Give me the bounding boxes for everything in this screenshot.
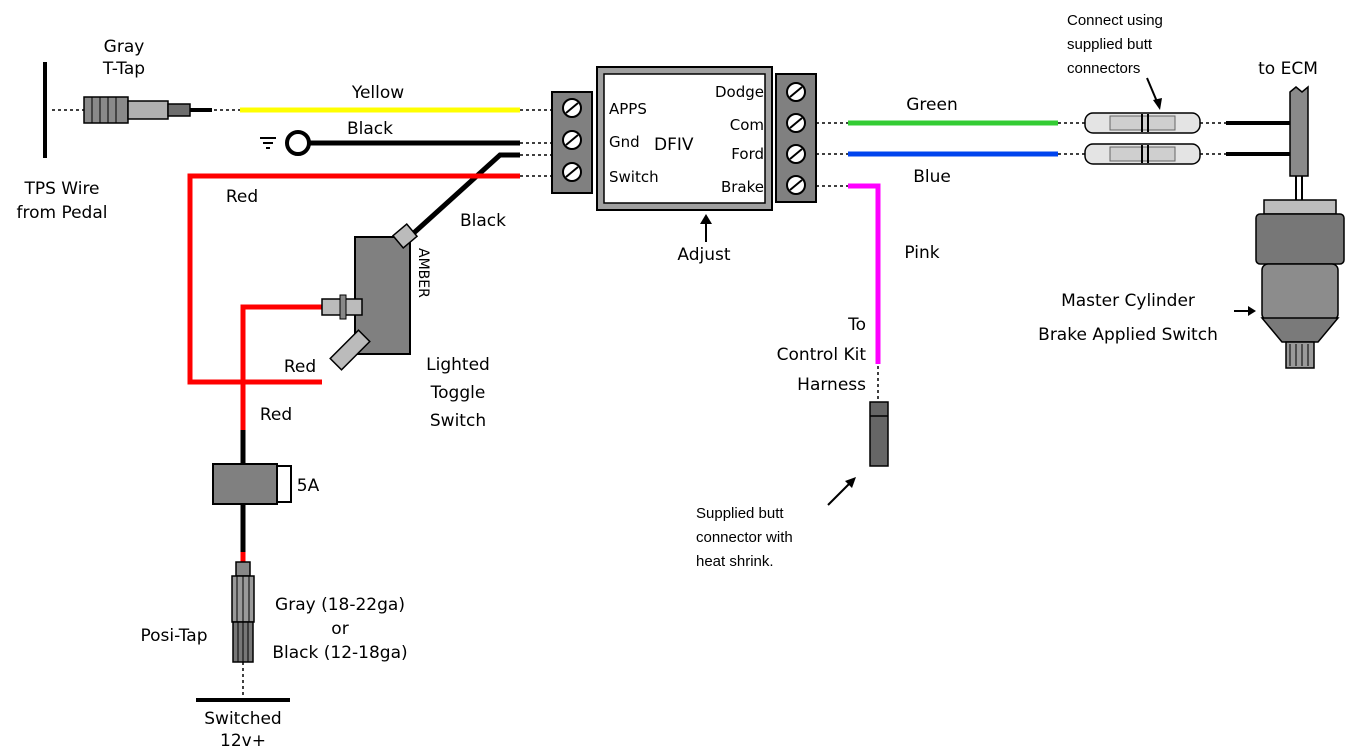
tps-wire <box>43 62 84 158</box>
master-label-2: Brake Applied Switch <box>1038 325 1218 345</box>
red-toggle-label: Red <box>284 357 316 377</box>
black-toggle-label: Black <box>460 211 506 231</box>
tps-wire-label-1: TPS Wire <box>23 179 99 199</box>
toggle-switch-body <box>354 236 411 355</box>
green-label: Green <box>906 95 957 115</box>
dfiv-switch-label: Switch <box>609 168 659 186</box>
control-label-1: To <box>847 315 866 335</box>
pink-label: Pink <box>904 243 939 263</box>
dfiv-apps-label: APPS <box>609 100 647 118</box>
connect-note-1: Connect using <box>1067 12 1163 29</box>
fuse-holder <box>212 463 278 505</box>
dfiv-brake-label: Brake <box>721 178 764 196</box>
gray-t-tap <box>83 96 240 124</box>
dfiv-com-label: Com <box>730 116 764 134</box>
dfiv-right-terminal-block <box>775 73 817 203</box>
yellow-label: Yellow <box>351 83 404 103</box>
brake-switch <box>1255 199 1345 369</box>
black-ga-label: Black (12-18ga) <box>272 643 407 663</box>
toggle-terminal-top <box>391 223 419 249</box>
fuse-label: 5A <box>297 476 320 496</box>
supplied-note-2: connector with <box>696 529 793 546</box>
gray-ga-label: Gray (18-22ga) <box>275 595 405 615</box>
master-label-1: Master Cylinder <box>1061 291 1195 311</box>
toggle-terminal-bottom <box>329 329 371 371</box>
ring-terminal <box>285 130 311 156</box>
red-top-label: Red <box>226 187 258 207</box>
adjust-arrow-icon <box>700 214 712 242</box>
posi-tap-label: Posi-Tap <box>141 626 208 646</box>
switched-label-1: Switched <box>204 709 281 729</box>
dfiv-module-box <box>596 66 773 211</box>
toggle-terminal-middle <box>321 294 363 320</box>
control-label-2: Control Kit <box>777 345 867 365</box>
or-label: or <box>331 619 348 639</box>
dfiv-ford-label: Ford <box>731 145 764 163</box>
dfiv-gnd-label: Gnd <box>609 133 640 151</box>
tps-wire-label-2: from Pedal <box>16 203 107 223</box>
to-ecm-label: to ECM <box>1258 59 1318 79</box>
toggle-label-2: Toggle <box>430 383 486 403</box>
butt-connector-blue <box>1084 143 1201 165</box>
butt-connector-green <box>1084 112 1201 134</box>
red-main-wire <box>187 173 520 385</box>
fuse-cap <box>276 465 292 503</box>
red-fuse-wire <box>240 304 322 430</box>
supplied-note-1: Supplied butt <box>696 505 784 522</box>
dfiv-dodge-label: Dodge <box>715 83 764 101</box>
control-label-3: Harness <box>797 375 866 395</box>
blue-label: Blue <box>913 167 951 187</box>
ecm-connector <box>1289 85 1309 200</box>
ground-icon <box>260 137 276 149</box>
pink-wire <box>848 183 881 364</box>
toggle-label-1: Lighted <box>426 355 490 375</box>
supplied-note-3: heat shrink. <box>696 553 774 570</box>
master-arrow-icon <box>1234 306 1256 316</box>
black-toggle-wire <box>404 152 520 242</box>
dfiv-name-label: DFIV <box>654 135 694 155</box>
posi-tap <box>231 561 255 663</box>
control-kit-connector <box>869 401 889 467</box>
t-tap-label-1: Gray <box>104 37 145 57</box>
connect-arrow-icon <box>1146 77 1162 110</box>
black-ground-label: Black <box>347 119 393 139</box>
switched-label-2: 12v+ <box>220 731 266 751</box>
toggle-label-3: Switch <box>430 411 486 431</box>
connect-note-3: connectors <box>1067 60 1140 77</box>
dfiv-left-terminal-block <box>551 91 593 194</box>
adjust-label: Adjust <box>677 245 730 265</box>
red-left-label: Red <box>260 405 292 425</box>
supplied-arrow-icon <box>827 477 856 506</box>
amber-label: AMBER <box>415 248 431 298</box>
t-tap-label-2: T-Tap <box>102 59 145 79</box>
connect-note-2: supplied butt <box>1067 36 1153 53</box>
